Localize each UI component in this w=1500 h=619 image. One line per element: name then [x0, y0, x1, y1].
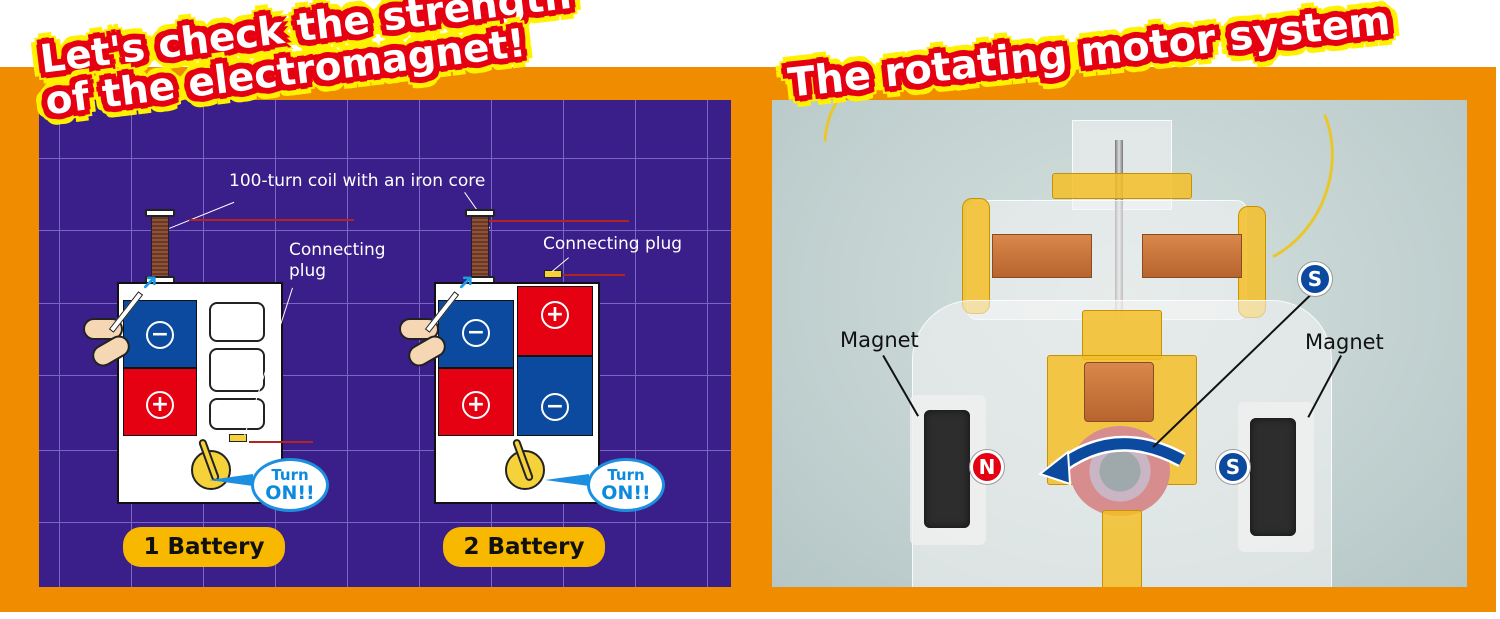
minus-icon: − [541, 393, 569, 421]
rotor-south-pole-badge: S [1298, 262, 1332, 296]
plug-callout-1: Connecting plug [289, 240, 386, 282]
magnet-label-right: Magnet [1305, 330, 1384, 354]
copper-brush-left [992, 234, 1092, 278]
south-pole-badge: S [1216, 450, 1250, 484]
magnet-label-left: Magnet [840, 328, 919, 352]
brush-clip-left [962, 198, 990, 314]
connecting-plug [229, 434, 247, 442]
coil-callout: 100-turn coil with an iron core [229, 171, 486, 191]
coil-icon [151, 216, 169, 278]
grid-line [39, 450, 731, 451]
motor-photo-panel: Magnet Magnet N S S [772, 100, 1467, 587]
battery-cell-negative: − [438, 300, 514, 368]
empty-slot [209, 302, 265, 342]
plus-icon: + [462, 391, 490, 419]
empty-slot [209, 348, 265, 392]
turn-on-pointer [545, 474, 589, 486]
plug-callout-line2: plug [289, 261, 327, 281]
rotor-stem [1102, 510, 1142, 587]
turn-on-bubble-1: Turn ON!! [251, 458, 329, 512]
rotation-arrow-icon [1037, 435, 1186, 486]
plus-icon: + [146, 391, 174, 419]
battery-cell-positive: + [517, 286, 593, 356]
battery-cell-positive: + [123, 368, 197, 436]
shaft-bearing [1052, 173, 1192, 199]
grid-line [39, 230, 731, 231]
grid-line [635, 100, 636, 587]
coil-leader-line-1 [169, 201, 235, 229]
battery-cell-negative: − [517, 356, 593, 436]
rotor-housing-top [1082, 310, 1162, 360]
two-battery-label: 2 Battery [443, 527, 605, 567]
grid-line [39, 375, 731, 376]
north-pole-badge: N [970, 450, 1004, 484]
grid-line [39, 522, 731, 523]
battery-cell-negative: − [123, 300, 197, 368]
one-battery-label: 1 Battery [123, 527, 285, 567]
coil-wire [189, 219, 354, 221]
turn-on-text-2: ON!! [265, 482, 315, 504]
grid-line [707, 100, 708, 587]
plug-callout-line1: Connecting [289, 240, 386, 260]
turn-on-text-1: Turn [271, 466, 309, 484]
magnet-right [1250, 418, 1296, 536]
coil-icon [471, 216, 489, 278]
battery-cell-positive: + [438, 368, 514, 436]
grid-line [39, 303, 731, 304]
grid-line [347, 100, 348, 587]
plus-icon: + [541, 301, 569, 329]
coil-wire [489, 220, 629, 222]
grid-line [39, 158, 731, 159]
magnet-left [924, 410, 970, 528]
minus-icon: − [146, 321, 174, 349]
turn-on-text-1: Turn [607, 466, 645, 484]
turn-on-text-2: ON!! [601, 482, 651, 504]
turn-on-bubble-2: Turn ON!! [587, 458, 665, 512]
plug-callout-2: Connecting plug [543, 234, 683, 254]
minus-icon: − [462, 319, 490, 347]
grid-line [59, 100, 60, 587]
copper-brush-right [1142, 234, 1242, 278]
electromagnet-diagram-panel: 100-turn coil with an iron core − + ➜ Co… [39, 100, 731, 587]
plug-wire [249, 441, 313, 443]
turn-on-pointer [209, 474, 253, 486]
plug-wire [563, 274, 625, 276]
empty-slot [209, 398, 265, 430]
rotor-coil [1084, 362, 1154, 422]
